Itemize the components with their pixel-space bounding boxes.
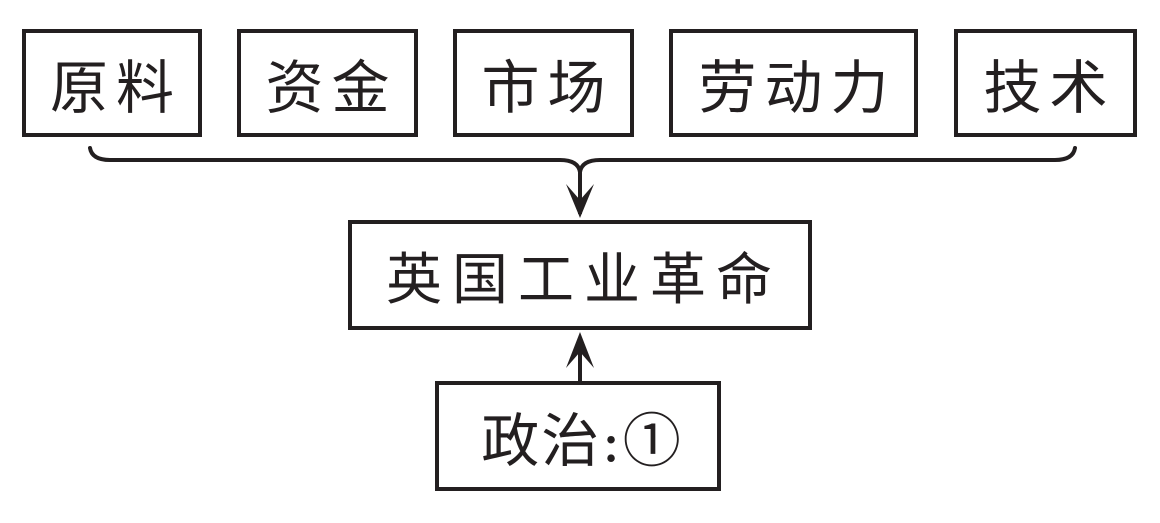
condition-label: 政治:①	[481, 407, 683, 475]
factor-label-market: 市场	[481, 54, 614, 122]
factor-label-labor: 劳动力	[698, 54, 897, 122]
factor-box-capital: 资金	[237, 29, 418, 137]
factor-box-raw-materials: 原料	[22, 29, 202, 137]
factor-box-labor: 劳动力	[669, 29, 918, 137]
factor-label-technology: 技术	[983, 54, 1116, 122]
up-arrow-head	[566, 332, 594, 368]
grouping-brace	[88, 146, 1077, 174]
condition-box-politics: 政治:①	[435, 381, 721, 491]
down-arrow-head	[566, 184, 594, 218]
factor-box-market: 市场	[453, 29, 634, 137]
factor-label-capital: 资金	[265, 54, 398, 122]
factor-label-raw-materials: 原料	[49, 54, 182, 122]
result-label: 英国工业革命	[386, 247, 782, 313]
result-box-industrial-revolution: 英国工业革命	[348, 220, 812, 330]
factor-box-technology: 技术	[954, 29, 1137, 137]
